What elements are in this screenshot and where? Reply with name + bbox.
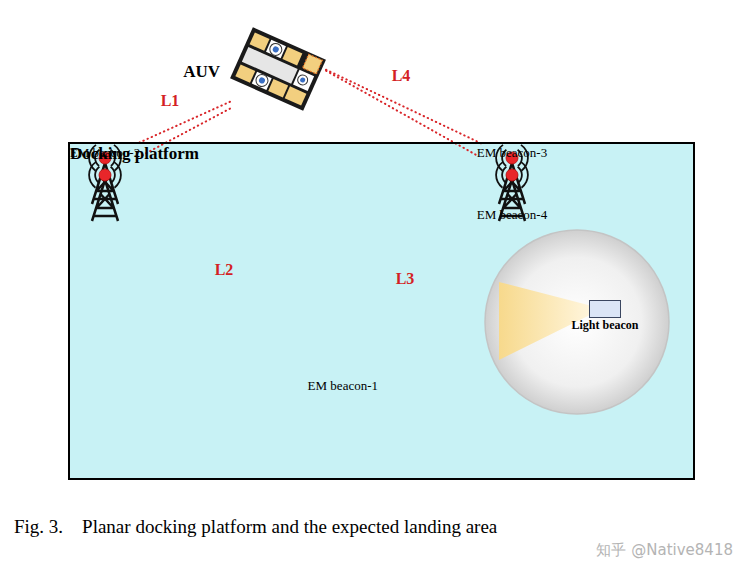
auv-graphic-part xyxy=(282,47,302,65)
tower-symbol xyxy=(499,180,525,221)
auv-graphic-part xyxy=(296,73,309,86)
beacon-icon xyxy=(79,161,131,223)
auv-graphic-part xyxy=(258,77,266,85)
auv-graphic-part xyxy=(293,70,314,91)
light-beacon: Light beacon xyxy=(571,300,638,332)
auv-graphic-part xyxy=(252,72,272,90)
light-label: Light beacon xyxy=(571,318,638,332)
auv-graphic-part xyxy=(285,86,307,105)
beacon-label: EM beacon-1 xyxy=(308,377,378,394)
auv-graphic-part xyxy=(266,40,286,58)
beacon-label: EM beacon-4 xyxy=(477,206,547,223)
auv-graphic-part xyxy=(272,45,280,53)
radio-wave xyxy=(520,161,528,188)
beacon-dot xyxy=(99,169,111,181)
distance-label: L2 xyxy=(215,261,234,279)
tower-symbol xyxy=(92,180,118,221)
radio-wave xyxy=(88,161,96,188)
radio-wave xyxy=(113,161,121,188)
radio-wave xyxy=(495,161,503,188)
auv-graphic-part xyxy=(299,77,306,84)
auv-graphic-part xyxy=(250,32,270,50)
range-line xyxy=(136,102,230,144)
auv-graphic-part xyxy=(235,64,255,82)
auv-graphic xyxy=(230,27,326,111)
watermark: 知乎 @Native8418 xyxy=(596,541,733,559)
auv-graphic-part xyxy=(242,47,298,84)
platform-box: EM beacon-1EM beacon-4EM beacon-2EM beac… xyxy=(68,142,695,480)
beacon-label: EM beacon-3 xyxy=(477,144,547,161)
auv-graphic-part xyxy=(268,41,284,57)
figure-caption: Fig. 3. Planar docking platform and the … xyxy=(14,516,497,538)
light-beacon-box xyxy=(589,300,621,318)
auv-box: AUV xyxy=(230,27,326,111)
platform-fill xyxy=(68,142,695,480)
distance-label: L1 xyxy=(161,92,180,110)
auv-graphic-part xyxy=(230,27,326,111)
auv-label: AUV xyxy=(183,62,220,82)
beacon-dot xyxy=(506,169,518,181)
light-area-part xyxy=(485,230,669,414)
auv-graphic-part xyxy=(303,54,323,74)
distance-label: L4 xyxy=(392,67,411,85)
light-area xyxy=(485,230,669,414)
auv-graphic-part xyxy=(268,79,288,97)
distance-label: L3 xyxy=(396,270,415,288)
platform-title: Docking platform xyxy=(70,144,199,164)
auv-graphic-part xyxy=(254,73,270,89)
